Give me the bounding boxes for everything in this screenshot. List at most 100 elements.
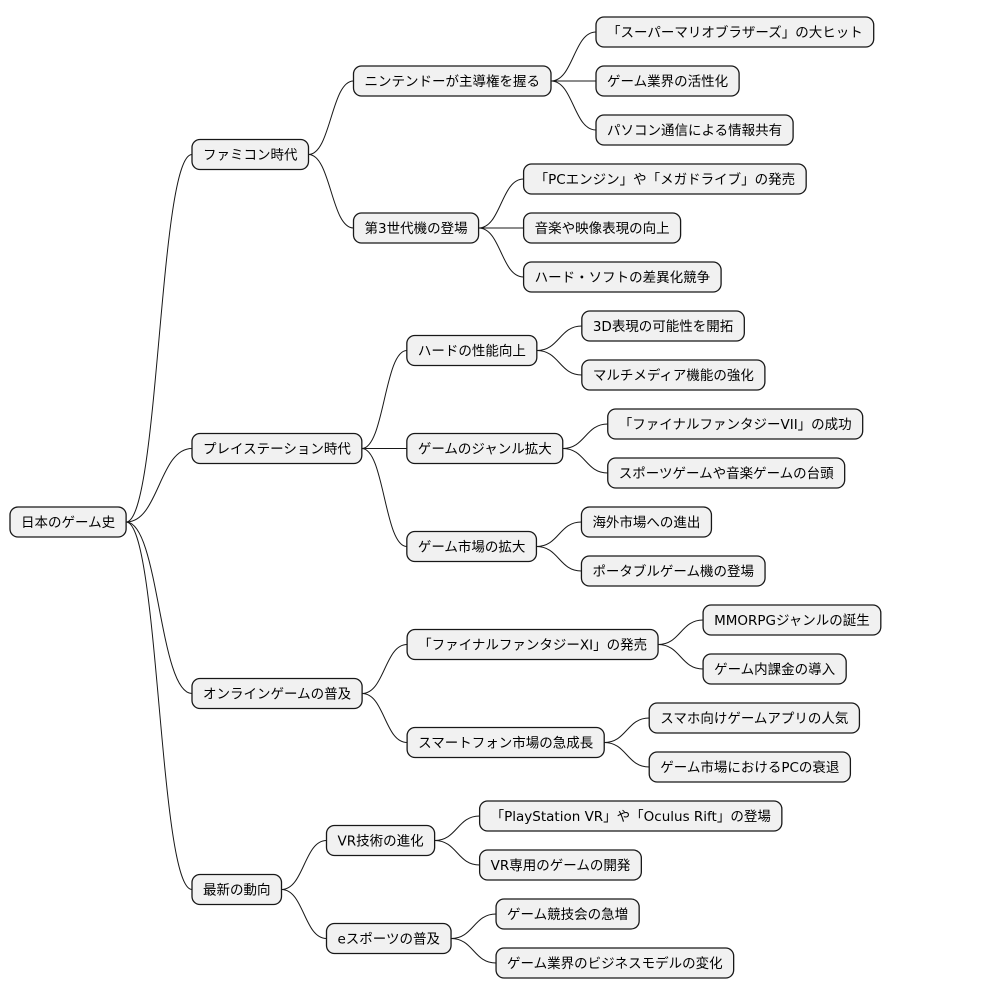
leaf-node: ゲーム内課金の導入 xyxy=(702,653,847,685)
topic-node-label: VR技術の進化 xyxy=(338,834,424,850)
topic-node-label: 「ファイナルファンタジーXI」の発売 xyxy=(418,638,647,654)
connector-line xyxy=(604,717,650,743)
topic-node: ゲーム市場の拡大 xyxy=(406,530,538,563)
connector-line xyxy=(550,31,597,82)
topic-node-box xyxy=(352,212,480,244)
leaf-node: ゲーム市場におけるPCの衰退 xyxy=(648,751,852,783)
leaf-node-box xyxy=(595,16,875,48)
topic-node: 「ファイナルファンタジーXI」の発売 xyxy=(406,628,659,661)
branch-node: 最新の動向 xyxy=(191,873,283,906)
leaf-node-box xyxy=(702,653,847,685)
topic-node-label: 第3世代機の登場 xyxy=(365,220,468,237)
leaf-node-box xyxy=(581,359,766,391)
leaf-node: ハード・ソフトの差異化競争 xyxy=(522,261,722,293)
connector-line xyxy=(658,619,704,645)
connector-line xyxy=(308,154,354,229)
leaf-node: 「PlayStation VR」や「Oculus Rift」の登場 xyxy=(478,800,783,832)
leaf-node-box xyxy=(595,114,794,146)
leaf-node: ゲーム競技会の急増 xyxy=(495,898,640,930)
connector-line xyxy=(478,178,524,229)
branch-node-box xyxy=(191,677,363,710)
leaf-node-label: 3D表現の可能性を開拓 xyxy=(593,319,733,335)
leaf-node-box xyxy=(648,702,861,734)
leaf-node-box xyxy=(522,212,682,244)
connector-line xyxy=(125,521,193,890)
root-node-label: 日本のゲーム史 xyxy=(21,515,116,531)
leaf-node-box xyxy=(522,163,807,195)
connector-line xyxy=(361,448,407,547)
leaf-node: スマホ向けゲームアプリの人気 xyxy=(648,702,861,734)
connector-line xyxy=(478,227,524,278)
branch-node: オンラインゲームの普及 xyxy=(191,677,363,710)
leaf-node: 「ファイナルファンタジーVII」の成功 xyxy=(607,408,864,440)
leaf-node-box xyxy=(495,898,640,930)
connector-line xyxy=(434,815,480,841)
leaf-node-label: 「スーパーマリオブラザーズ」の大ヒット xyxy=(607,24,863,41)
branch-node-box xyxy=(191,432,363,465)
connector-line xyxy=(125,154,193,523)
connector-line xyxy=(362,693,408,743)
topic-node: スマートフォン市場の急成長 xyxy=(406,726,605,759)
leaf-node-label: 「PCエンジン」や「メガドライブ」の発売 xyxy=(535,171,796,188)
leaf-node-label: ゲーム競技会の急増 xyxy=(507,907,628,923)
leaf-node-box xyxy=(478,800,783,832)
topic-node-box xyxy=(406,628,659,661)
topic-node: ニンテンドーが主導権を握る xyxy=(352,65,552,97)
topic-node: VR技術の進化 xyxy=(325,824,436,857)
connector-line xyxy=(126,448,193,523)
leaf-node-label: ゲーム内課金の導入 xyxy=(714,662,836,678)
leaf-node-box xyxy=(581,310,745,342)
connector-line xyxy=(604,742,650,768)
connector-line xyxy=(434,840,480,866)
leaf-node-label: ポータブルゲーム機の登場 xyxy=(592,563,754,580)
leaf-node: 音楽や映像表現の向上 xyxy=(522,212,682,244)
topic-node-box xyxy=(406,726,605,759)
topic-node-box xyxy=(406,334,538,367)
connector-line xyxy=(126,521,193,694)
connector-line xyxy=(550,80,597,131)
topic-node-label: ニンテンドーが主導権を握る xyxy=(365,73,541,90)
topic-node: ハードの性能向上 xyxy=(406,334,538,367)
connector-line xyxy=(562,448,608,474)
topic-node-label: eスポーツの普及 xyxy=(338,932,441,948)
connector-line xyxy=(281,840,327,890)
leaf-node-box xyxy=(607,457,846,489)
leaf-node: 3D表現の可能性を開拓 xyxy=(581,310,745,342)
leaf-node-label: ゲーム市場におけるPCの衰退 xyxy=(660,759,840,776)
leaf-node: 海外市場への進出 xyxy=(580,506,713,538)
leaf-node-box xyxy=(580,506,713,538)
leaf-node-label: 「PlayStation VR」や「Oculus Rift」の登場 xyxy=(491,809,771,825)
leaf-node-label: ゲーム業界の活性化 xyxy=(607,74,728,90)
connector-line xyxy=(536,350,582,376)
leaf-node: MMORPGジャンルの誕生 xyxy=(702,604,882,636)
leaf-node-label: 「ファイナルファンタジーVII」の成功 xyxy=(619,417,852,433)
branch-node-label: オンラインゲームの普及 xyxy=(203,687,352,703)
topic-node-box xyxy=(352,65,552,97)
connector-line xyxy=(536,521,582,547)
topic-node: eスポーツの普及 xyxy=(325,922,452,955)
branch-node-label: プレイステーション時代 xyxy=(203,442,351,458)
leaf-node-box xyxy=(607,408,864,440)
leaf-node-label: 音楽や映像表現の向上 xyxy=(535,220,670,237)
leaf-node-label: パソコン通信による情報共有 xyxy=(607,123,782,139)
mindmap-edges xyxy=(125,31,704,964)
branch-node-box xyxy=(191,138,310,171)
branch-node: ファミコン時代 xyxy=(191,138,310,171)
connector-line xyxy=(451,913,497,939)
leaf-node-label: マルチメディア機能の強化 xyxy=(593,367,754,384)
root-node: 日本のゲーム史 xyxy=(9,506,127,538)
leaf-node-box xyxy=(495,947,735,979)
topic-node-label: ゲーム市場の拡大 xyxy=(418,539,526,556)
branch-node: プレイステーション時代 xyxy=(191,432,363,465)
leaf-node-box xyxy=(522,261,722,293)
leaf-node: ポータブルゲーム機の登場 xyxy=(580,555,766,587)
leaf-node: VR専用のゲームの開発 xyxy=(478,849,642,881)
leaf-node-label: スマホ向けゲームアプリの人気 xyxy=(660,711,848,727)
leaf-node-label: ゲーム業界のビジネスモデルの変化 xyxy=(507,955,723,972)
leaf-node-label: VR専用のゲームの開発 xyxy=(491,858,631,874)
connector-line xyxy=(281,889,327,939)
topic-node: ゲームのジャンル拡大 xyxy=(406,432,564,465)
topic-node-box xyxy=(406,432,564,465)
